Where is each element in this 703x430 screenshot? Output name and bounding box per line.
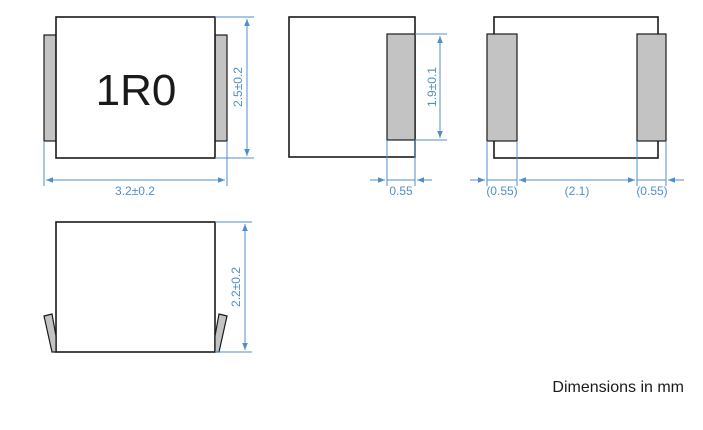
side-terminal (386, 33, 416, 141)
front-view-body (55, 221, 216, 353)
front-right-lead (214, 313, 228, 353)
gap-label: (2.1) (565, 184, 590, 198)
front-view: 2.2±0.2 (43, 221, 252, 353)
bottom-right-pad (636, 33, 667, 142)
terminal-width-label: 0.55 (389, 184, 413, 198)
right-terminal (214, 34, 228, 142)
left-terminal (43, 34, 57, 142)
front-left-lead (43, 313, 57, 353)
top-view: 1R0 2.5±0.2 3.2±0.2 (43, 16, 254, 198)
width-dimension-label: 3.2±0.2 (115, 184, 155, 198)
thickness-label: 2.2±0.2 (229, 267, 243, 307)
right-pad-label: (0.55) (636, 184, 667, 198)
part-marking: 1R0 (96, 66, 177, 115)
bottom-view: (0.55) (2.1) (0.55) (470, 16, 684, 198)
units-note: Dimensions in mm (552, 379, 684, 396)
side-view: 1.9±0.1 0.55 (288, 16, 447, 198)
bottom-left-pad (486, 33, 518, 142)
terminal-height-label: 1.9±0.1 (425, 67, 439, 107)
bottom-view-body (493, 16, 659, 159)
left-pad-label: (0.55) (486, 184, 517, 198)
height-dimension-label: 2.5±0.2 (231, 67, 245, 107)
top-view-body (55, 16, 216, 159)
